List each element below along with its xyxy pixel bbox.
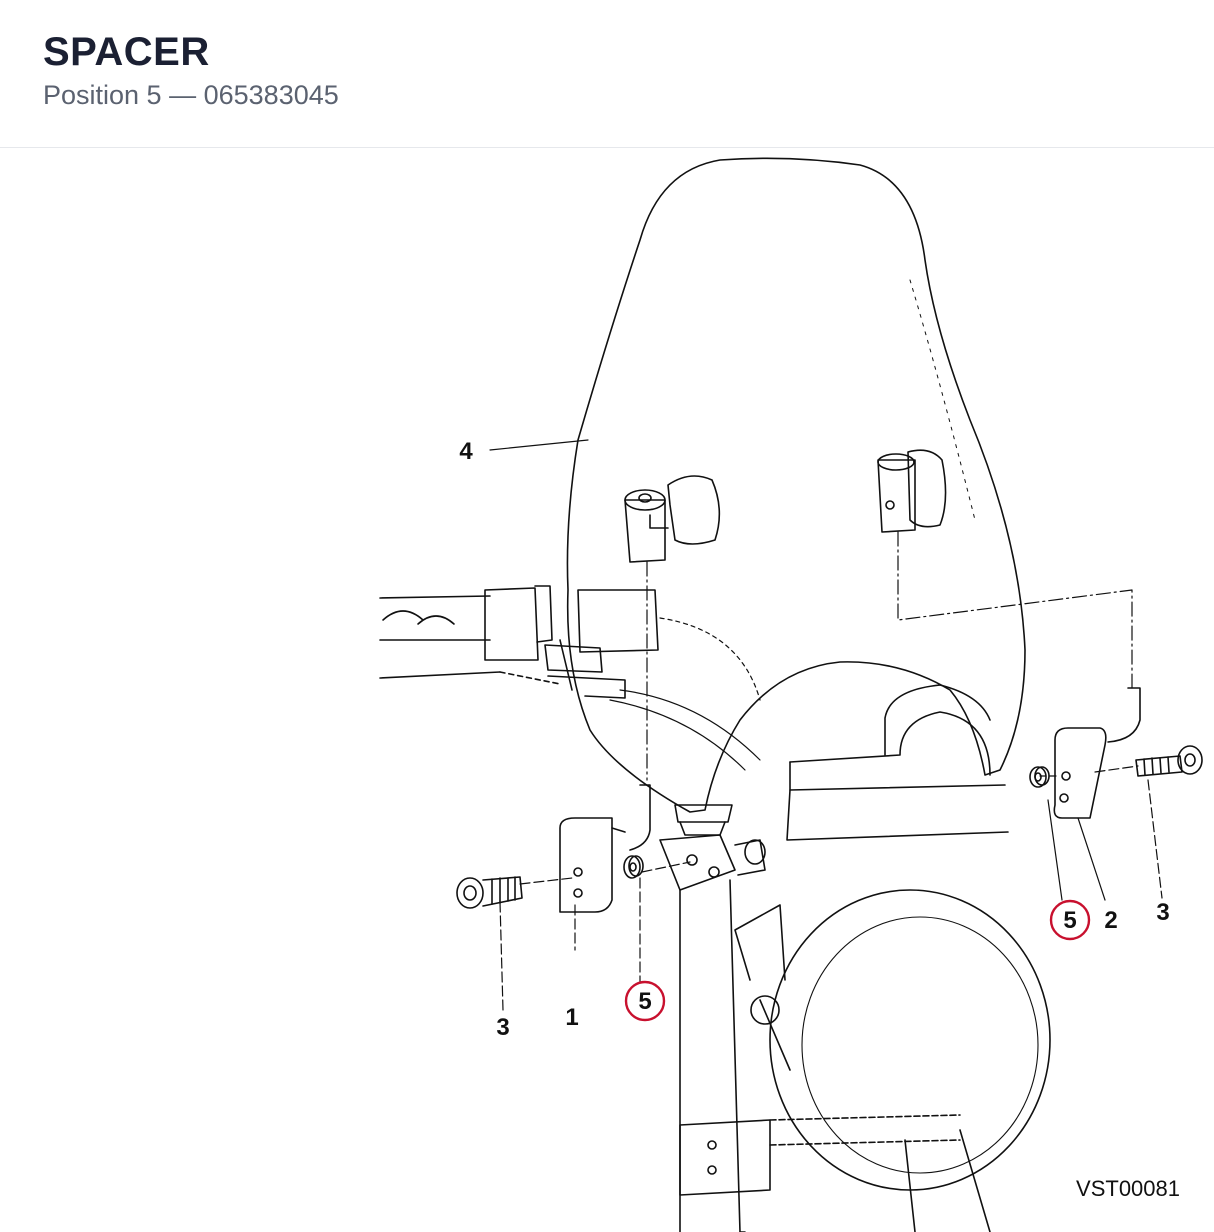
highlight-circle-right: [1049, 899, 1091, 941]
spacer-left: [623, 855, 644, 879]
mount-knob-left: [624, 475, 721, 563]
subtitle-separator: —: [169, 80, 197, 110]
page-subtitle: Position 5 — 065383045: [43, 80, 339, 111]
headlight: [734, 889, 1051, 1191]
bracket-right: [1053, 687, 1141, 819]
callout-spacer-left: 5: [638, 988, 651, 1015]
spacer-right: [1029, 766, 1050, 788]
callout-bolt-left: 3: [496, 1014, 509, 1041]
spacer-highlights: [624, 899, 1091, 1022]
callout-spacer-right: 5: [1063, 907, 1076, 934]
callout-bracket-right: 2: [1104, 907, 1117, 934]
windscreen: [566, 157, 1026, 813]
callout-bracket-left: 1: [565, 1004, 578, 1031]
reference-code: VST00081: [1076, 1176, 1180, 1201]
fork-tubes: [679, 879, 991, 1232]
highlight-circle-left: [624, 980, 666, 1022]
page-header: SPACER Position 5 — 065383045: [0, 0, 1214, 148]
callout-windscreen: 4: [459, 438, 473, 465]
instrument-housing: [786, 684, 1009, 841]
fork-clamp: [659, 804, 766, 891]
diagram-svg: 4 1 3 5 5 2 3: [379, 157, 1203, 1232]
page-title: SPACER: [43, 30, 210, 74]
part-number: 065383045: [203, 80, 339, 110]
callout-bolt-right: 3: [1156, 899, 1169, 926]
leader-lines: [489, 439, 1106, 901]
handlebar-lever: [379, 585, 761, 771]
exploded-diagram: 4 1 3 5 5 2 3: [0, 148, 1214, 1232]
bolt-right: [1135, 745, 1203, 777]
assembly-lines: [499, 531, 1163, 1011]
bracket-left: [559, 784, 651, 913]
mount-knob-right: [877, 449, 947, 533]
bolt-left: [456, 876, 523, 909]
position-label: Position 5: [43, 80, 162, 110]
